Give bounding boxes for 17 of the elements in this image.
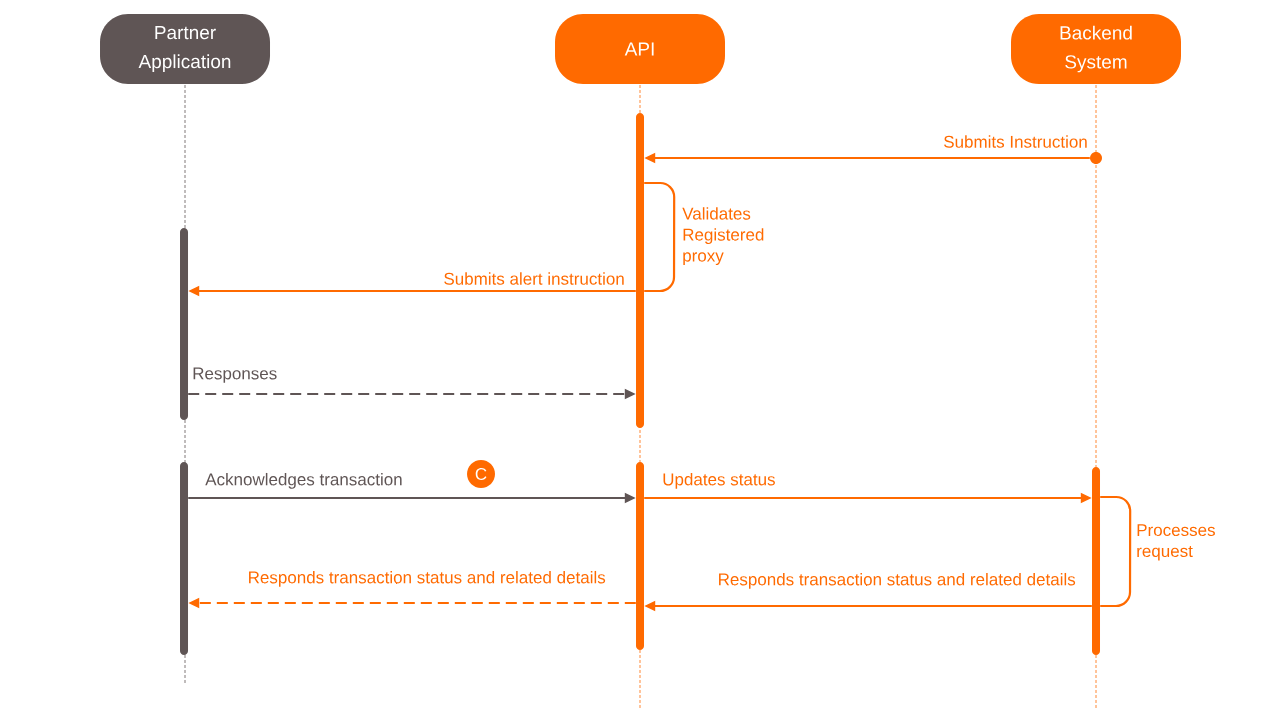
edge-label: Responses xyxy=(193,367,277,383)
edge-label: Acknowledges transaction xyxy=(205,472,402,489)
edge-label: Submits alert instruction xyxy=(444,272,624,285)
edge-label: Responds transaction status and related details xyxy=(249,570,606,587)
activation-bar xyxy=(180,462,188,655)
step-badge: C xyxy=(467,460,495,488)
participant-box: Backend System xyxy=(1011,14,1181,84)
edge-label: Processes request xyxy=(1137,524,1215,561)
edge-label: Submits Instruction xyxy=(944,135,1087,148)
participant-box: Partner Application xyxy=(100,14,270,84)
edge-label: Updates status xyxy=(663,472,775,489)
participant-box: API xyxy=(555,14,725,84)
self-loop xyxy=(1100,495,1132,608)
activation-bar xyxy=(180,228,188,420)
edge-label: Validates Registered proxy xyxy=(682,207,764,266)
edge-label: Responds transaction status and related details xyxy=(719,572,1076,589)
self-loop xyxy=(644,181,676,293)
